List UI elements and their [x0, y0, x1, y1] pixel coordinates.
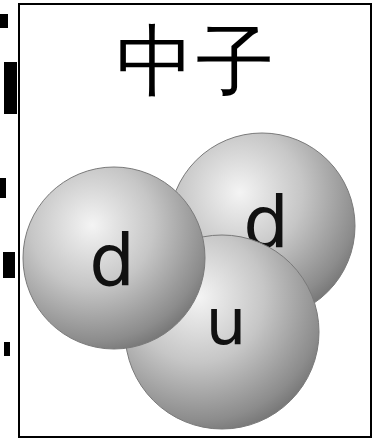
- cropped-mark: [0, 178, 6, 198]
- quark-label: d: [89, 224, 135, 296]
- quark-label: u: [206, 290, 247, 354]
- cropped-mark: [0, 14, 8, 28]
- cropped-mark: [4, 342, 10, 356]
- cropped-mark: [4, 62, 17, 114]
- border-frame: [19, 4, 371, 437]
- cropped-mark: [3, 252, 15, 278]
- title: 中子: [116, 22, 276, 100]
- quark-sphere: d: [22, 166, 206, 350]
